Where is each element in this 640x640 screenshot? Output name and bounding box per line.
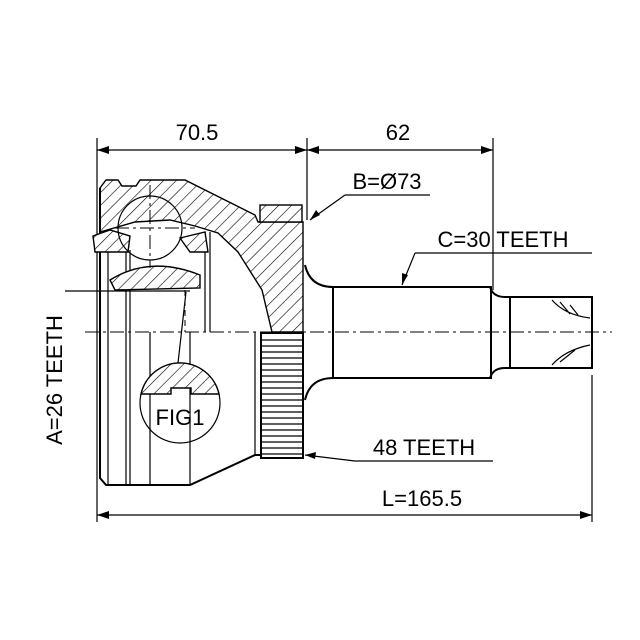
outer-shaft — [304, 264, 593, 401]
dimension-70-5: 70.5 — [176, 120, 219, 145]
abs-teeth-label: 48 TEETH — [373, 435, 475, 460]
inner-spline-label: A=26 TEETH — [42, 315, 67, 445]
abs-diameter-label: B=Ø73 — [352, 169, 421, 194]
extension-lines — [96, 138, 593, 522]
ball — [115, 185, 195, 268]
outer-spline-label: C=30 TEETH — [437, 227, 568, 252]
callout-leaders — [65, 194, 592, 462]
total-length-label: L=165.5 — [382, 486, 462, 511]
fig1-detail — [139, 291, 221, 444]
dimension-62: 62 — [386, 120, 410, 145]
total-length-dimension — [97, 511, 592, 519]
outer-housing — [92, 179, 304, 486]
abs-ring — [260, 332, 304, 459]
fig1-label: FIG1 — [156, 405, 205, 430]
top-dimension — [97, 146, 493, 154]
